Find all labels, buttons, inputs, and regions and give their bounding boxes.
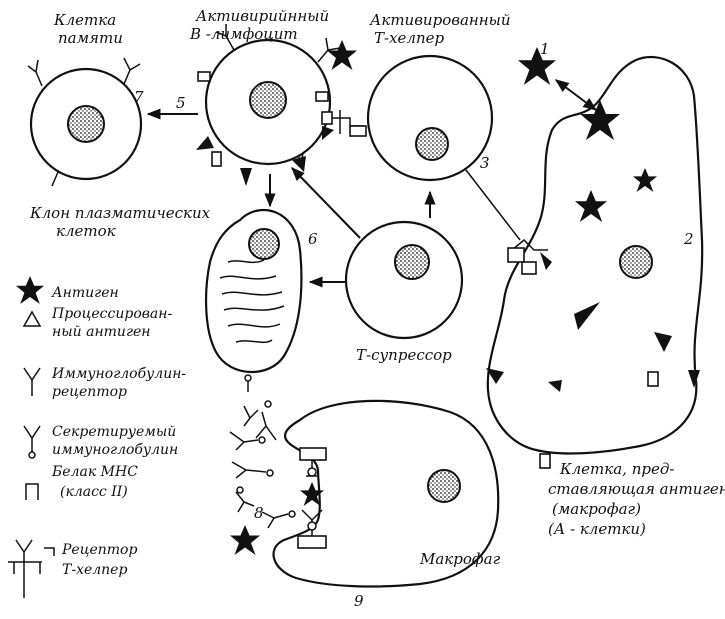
number-2: 2 bbox=[683, 230, 694, 248]
legend-th-receptor-2: Т-хелпер bbox=[62, 562, 127, 578]
legend-mhc-1: Белак МНС bbox=[51, 464, 138, 480]
plasma-clone-label-1: Клон плазматических bbox=[29, 204, 211, 222]
number-5: 5 bbox=[176, 94, 186, 112]
legend-secreted-2: иммуноглобулин bbox=[52, 442, 178, 458]
apc-label-1: Клетка, пред- bbox=[559, 460, 674, 478]
secreted-immunoglobulin-icon bbox=[23, 425, 41, 452]
arrow-antigen-to-apc bbox=[554, 79, 598, 111]
number-4: 4 bbox=[295, 150, 306, 168]
t-suppressor-cell bbox=[344, 220, 464, 340]
legend-secreted-1: Секретируемый bbox=[52, 424, 176, 440]
plasma-clone-label-2: клеток bbox=[56, 222, 116, 240]
legend-ig-receptor-2: рецептор bbox=[52, 384, 127, 400]
apc-label-2: ставляющая антиген bbox=[548, 480, 725, 498]
number-3: 3 bbox=[480, 154, 490, 172]
macrophage-cell bbox=[272, 399, 500, 588]
macrophage-label: Макрофаг bbox=[419, 550, 501, 568]
secreted-immunoglobulins bbox=[229, 400, 296, 529]
t-helper-label-2: Т-хелпер bbox=[374, 29, 444, 47]
b-lymphocyte-label-1: Активирийнный bbox=[195, 7, 329, 25]
memory-cell-label-2: памяти bbox=[58, 29, 123, 47]
t-helper-cell bbox=[321, 54, 494, 182]
helper-apc-link bbox=[465, 169, 521, 241]
memory-cell-label-1: Клетка bbox=[53, 11, 116, 29]
legend-processed-1: Процессирован- bbox=[51, 306, 172, 322]
number-8: 8 bbox=[254, 504, 264, 522]
legend-ig-receptor-1: Иммуноглобулин- bbox=[51, 366, 186, 382]
number-6: 6 bbox=[308, 230, 318, 248]
mhc-protein-icon bbox=[25, 483, 39, 500]
number-9: 9 bbox=[354, 592, 364, 610]
number-1: 1 bbox=[540, 40, 550, 58]
processed-antigen-icon bbox=[22, 310, 42, 327]
b-lymphocyte-label-2: В -лимфоцит bbox=[189, 25, 298, 43]
memory-cell bbox=[27, 57, 143, 187]
apc-label-4: (А - клетки) bbox=[548, 520, 646, 538]
antigen-icon bbox=[16, 276, 44, 304]
antigen-icon bbox=[327, 40, 357, 70]
plasma-cell bbox=[204, 208, 303, 392]
legend-antigen: Антиген bbox=[51, 285, 119, 301]
immunoglobulin-receptor-icon bbox=[23, 367, 41, 396]
antigen-presenting-cell bbox=[486, 55, 704, 469]
legend-processed-2: ный антиген bbox=[52, 324, 151, 340]
t-suppressor-label: Т-супрессор bbox=[356, 346, 452, 364]
legend-th-receptor-1: Рецептор bbox=[61, 542, 137, 558]
t-helper-receptor-icon bbox=[8, 539, 55, 598]
t-helper-label-1: Активированный bbox=[369, 11, 511, 29]
number-7: 7 bbox=[134, 88, 144, 106]
b-lymphocyte-cell bbox=[196, 24, 341, 186]
apc-label-3: (макрофаг) bbox=[552, 500, 641, 518]
antigen-1 bbox=[518, 47, 556, 85]
antigen-8 bbox=[230, 525, 260, 555]
arrow-suppressor-to-b bbox=[291, 166, 361, 239]
legend-mhc-2: (класс II) bbox=[60, 484, 128, 500]
legend: Антиген Процессирован- ный антиген Иммун… bbox=[8, 276, 186, 598]
